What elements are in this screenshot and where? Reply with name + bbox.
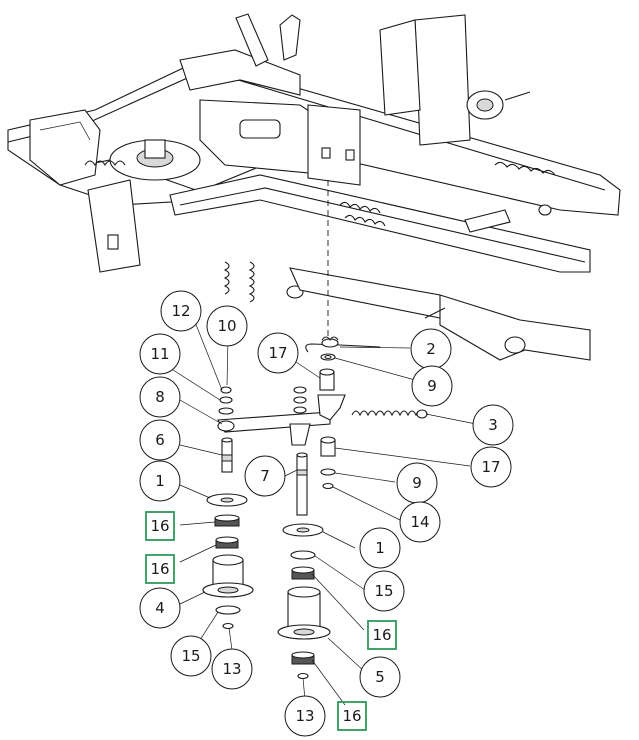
callout-1-right-number: 1 [375,539,385,557]
callout-3-number: 3 [488,416,498,434]
callout-1-right: 1 [359,527,401,569]
callout-2: 2 [410,328,452,370]
exploded-parts [202,336,428,680]
callout-7-number: 7 [260,467,270,485]
callout-12-number: 12 [171,302,190,320]
callout-8-number: 8 [155,388,165,406]
callout-13-right-number: 13 [295,707,314,725]
callout-2-number: 2 [426,340,436,358]
callout-14: 14 [399,501,441,543]
callout-11: 11 [139,333,181,375]
callout-16-c: 16 [367,620,397,650]
callout-9-bottom: 9 [396,462,438,504]
callout-4: 4 [139,587,181,629]
callout-13-left: 13 [211,648,253,690]
callout-16-a: 16 [145,511,175,541]
callout-15-left-number: 15 [181,647,200,665]
callout-15-right: 15 [363,570,405,612]
callout-9-top: 9 [411,365,453,407]
callout-10: 10 [206,305,248,347]
callout-8: 8 [139,376,181,418]
callout-5: 5 [359,656,401,698]
callout-7: 7 [244,455,286,497]
callout-17-top: 17 [257,332,299,374]
callout-16-d-number: 16 [342,707,361,725]
callout-6-number: 6 [155,431,165,449]
callout-16-c-number: 16 [372,626,391,644]
callout-6: 6 [139,419,181,461]
callout-10-number: 10 [217,317,236,335]
callout-3: 3 [472,404,514,446]
callout-4-number: 4 [155,599,165,617]
callout-15-left: 15 [170,635,212,677]
callout-17-top-number: 17 [268,344,287,362]
callout-17-bottom: 17 [470,446,512,488]
callout-13-right: 13 [284,695,326,737]
callout-16-b-number: 16 [150,560,169,578]
callout-9-top-number: 9 [427,377,437,395]
callout-16-a-number: 16 [150,517,169,535]
callout-16-d: 16 [337,701,367,731]
callout-12: 12 [160,290,202,332]
leader-lines [169,321,477,706]
chassis-frame [7,13,621,361]
callout-13-left-number: 13 [222,660,241,678]
callout-14-number: 14 [410,513,429,531]
callout-11-number: 11 [150,345,169,363]
callout-1-left: 1 [139,460,181,502]
callout-1-left-number: 1 [155,472,165,490]
callout-15-right-number: 15 [374,582,393,600]
callout-9-bottom-number: 9 [412,474,422,492]
callout-16-b: 16 [145,554,175,584]
callout-5-number: 5 [375,668,385,686]
callout-17-bottom-number: 17 [481,458,500,476]
